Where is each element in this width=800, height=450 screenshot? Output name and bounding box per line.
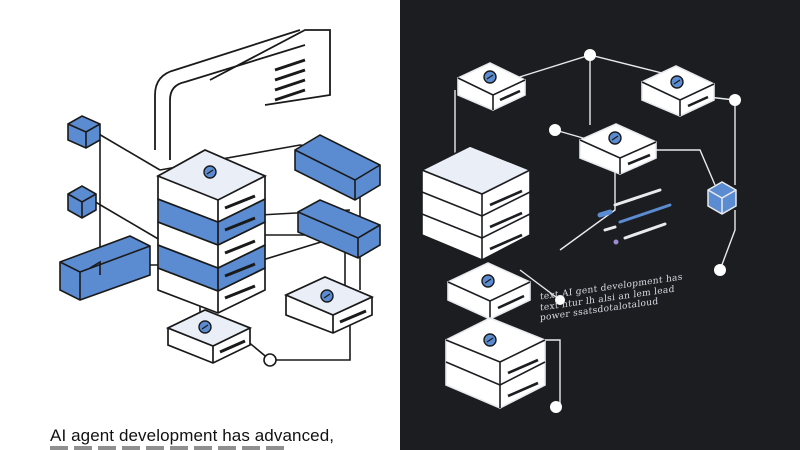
right-server-stack-bottom-icon [483, 333, 497, 347]
right-server-unit-top-right [641, 65, 715, 117]
left-server-stack [156, 149, 267, 314]
left-cube-2 [67, 185, 97, 219]
left-blue-bar [59, 235, 151, 301]
left-cube-1 [67, 115, 101, 149]
right-server-stack-bottom [445, 317, 546, 409]
right-server-unit-top-right-icon [670, 75, 684, 89]
right-server-unit-middle-icon [608, 131, 622, 145]
right-blue-cube [707, 181, 737, 215]
right-server-unit-top-left [457, 62, 526, 111]
left-server-unit-bottom-icon [198, 320, 212, 334]
left-document-panel [154, 29, 331, 160]
right-server-unit-lower [447, 262, 531, 320]
right-server-unit-top-left-icon [483, 70, 497, 84]
caption-cut-line [50, 446, 290, 450]
right-node-dots [549, 49, 741, 413]
right-server-unit-lower-icon [481, 274, 495, 288]
left-server-unit-right [283, 276, 375, 334]
right-server-stack [420, 145, 532, 261]
left-server-stack-icon [203, 165, 217, 179]
left-server-unit-right-icon [320, 289, 334, 303]
left-blue-block-mid [297, 199, 381, 259]
left-blue-block-top [294, 134, 381, 201]
left-node-dot [263, 353, 277, 367]
caption-text: AI agent development has advanced, [50, 426, 335, 445]
right-code-lines [597, 188, 672, 245]
right-server-unit-middle [579, 123, 657, 175]
left-server-unit-bottom [165, 309, 253, 364]
